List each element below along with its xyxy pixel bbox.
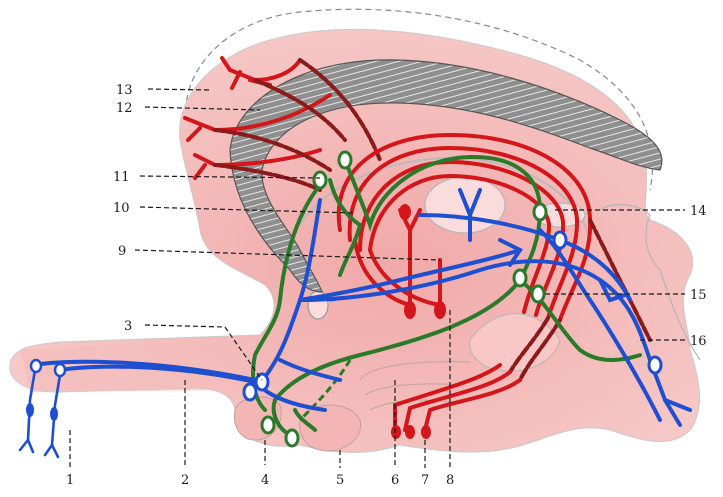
corpus-callosum bbox=[229, 59, 663, 293]
lower-lobe-5 bbox=[299, 404, 362, 452]
dark-red-cortical-link bbox=[298, 58, 382, 162]
blue-neuron-somas bbox=[242, 230, 663, 402]
label-8: 8 bbox=[446, 473, 454, 488]
dark-red-link-4 bbox=[213, 163, 322, 192]
label-13: 13 bbox=[116, 83, 133, 98]
brain-outline bbox=[185, 8, 654, 191]
blue-fibers bbox=[33, 188, 692, 427]
hippocampus-lobe bbox=[469, 313, 561, 372]
red-lower-fibers bbox=[393, 363, 522, 432]
label-12: 12 bbox=[116, 101, 133, 116]
green-neuron-somas bbox=[260, 150, 548, 448]
dark-red-right bbox=[588, 218, 652, 342]
brainstem-right bbox=[599, 203, 701, 361]
label-4: 4 bbox=[261, 473, 269, 488]
dark-red-descending-2 bbox=[508, 316, 550, 374]
label-3: 3 bbox=[124, 319, 132, 334]
label-2: 2 bbox=[181, 473, 189, 488]
label-15: 15 bbox=[690, 288, 707, 303]
label-1: 1 bbox=[66, 473, 74, 488]
green-dashed-link bbox=[298, 359, 352, 422]
label-6: 6 bbox=[391, 473, 399, 488]
label-leader-lines bbox=[69, 88, 685, 470]
dark-red-descending bbox=[518, 318, 562, 382]
label-7: 7 bbox=[421, 473, 429, 488]
label-5: 5 bbox=[336, 473, 344, 488]
blue-dashed-link bbox=[329, 293, 371, 302]
label-16: 16 bbox=[690, 334, 707, 349]
blue-olfactory-receptors bbox=[18, 358, 67, 459]
dark-red-link-2 bbox=[253, 78, 347, 142]
label-9: 9 bbox=[118, 244, 126, 259]
red-neuron-somas bbox=[391, 204, 446, 439]
dark-red-link-3 bbox=[213, 128, 332, 172]
label-14: 14 bbox=[690, 204, 707, 219]
label-10: 10 bbox=[113, 201, 130, 216]
label-11: 11 bbox=[113, 170, 130, 185]
